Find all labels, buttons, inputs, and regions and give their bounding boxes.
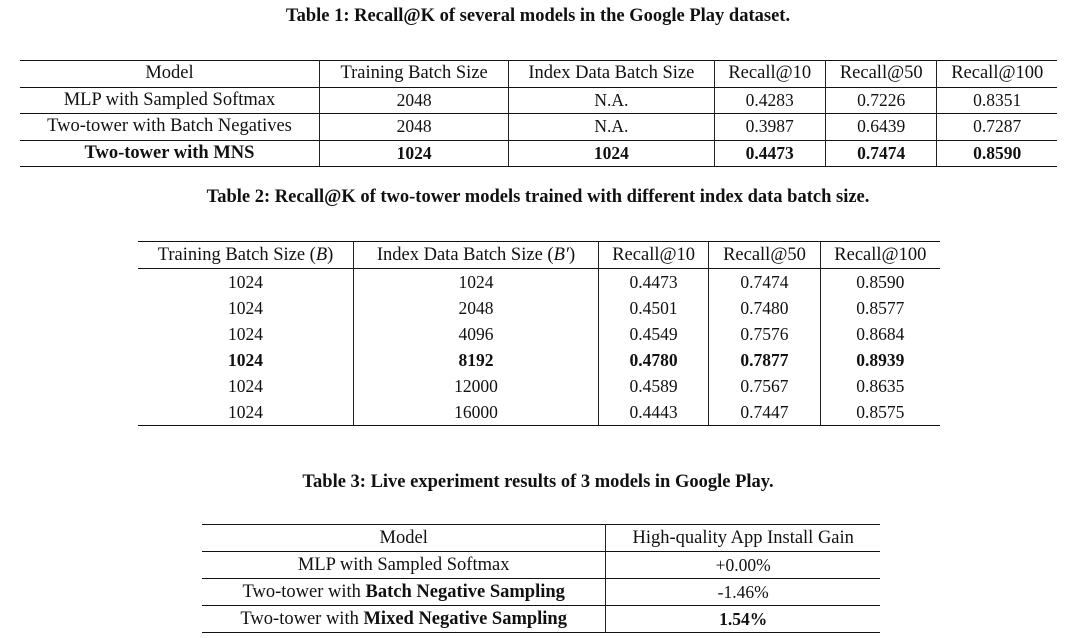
table-cell: 1024	[353, 268, 599, 295]
table-cell: Two-tower with Batch Negative Sampling	[202, 578, 607, 606]
model-name: Two-tower with	[240, 608, 364, 629]
table1: Model Training Batch Size Index Data Bat…	[20, 60, 1057, 167]
header-cell: Recall@10	[714, 60, 826, 87]
table-cell: 0.8590	[820, 268, 940, 295]
table-cell: 0.4589	[598, 373, 710, 399]
table-cell: +0.00%	[605, 551, 880, 579]
table3-caption: Table 3: Live experiment results of 3 mo…	[302, 472, 774, 492]
table-cell: 1024	[138, 373, 355, 399]
table-cell: 0.8590	[936, 139, 1057, 167]
table-cell: 0.4443	[598, 399, 710, 426]
table-cell: MLP with Sampled Softmax	[202, 551, 607, 579]
table-row: 1024 1024 0.4473 0.7474 0.8590	[138, 268, 940, 295]
table2: Training Batch Size (B) Index Data Batch…	[138, 241, 940, 426]
header-cell: Model	[20, 60, 320, 87]
table-cell: 0.4473	[714, 139, 826, 167]
table-cell: 1024	[138, 399, 355, 426]
table-row: 1024 8192 0.4780 0.7877 0.8939	[138, 347, 940, 373]
table-row: MLP with Sampled Softmax +0.00%	[202, 551, 880, 579]
table-cell: 1024	[138, 347, 355, 373]
table-row: MLP with Sampled Softmax 2048 N.A. 0.428…	[20, 86, 1057, 114]
table-cell: 1.54%	[605, 605, 880, 633]
table1-caption: Table 1: Recall@K of several models in t…	[285, 6, 791, 26]
table-cell: 0.8684	[856, 323, 905, 344]
header-cell: Recall@100	[936, 60, 1057, 87]
table-cell: 0.7226	[825, 86, 938, 114]
table-cell: 0.4283	[714, 86, 826, 114]
table-cell: 1024	[138, 295, 355, 321]
table-cell: 8192	[353, 347, 599, 373]
table-row: Two-tower with Batch Negative Sampling -…	[202, 578, 880, 606]
table-cell: 0.7474	[708, 268, 821, 295]
header-text: Index Data Batch Size (	[376, 244, 554, 265]
header-cell: Model	[202, 524, 607, 552]
table-cell: 0.4501	[598, 295, 710, 321]
table-cell: 0.7447	[708, 399, 821, 426]
table-cell: 0.8575	[820, 399, 940, 426]
table-cell: 0.8635	[856, 375, 905, 396]
table-cell: 1024	[508, 139, 715, 167]
table-cell: 1024	[319, 139, 510, 167]
header-cell: Training Batch Size (B)	[138, 241, 355, 269]
table-header-row: Model High-quality App Install Gain	[202, 524, 880, 552]
table-cell: Two-tower with MNS	[20, 139, 320, 167]
table-cell: 0.6439	[825, 113, 938, 140]
table-header-row: Model Training Batch Size Index Data Bat…	[20, 60, 1057, 87]
table-row: 1024 12000 0.4589 0.7567 0.8635	[138, 373, 940, 399]
header-cell: Recall@10	[598, 241, 710, 269]
table-row: 1024 2048 0.4501 0.7480 0.8577	[138, 295, 940, 321]
table-row: Two-tower with Batch Negatives 2048 N.A.…	[20, 113, 1057, 140]
table3: Model High-quality App Install Gain MLP …	[202, 524, 880, 633]
table-cell: 2048	[319, 113, 510, 140]
table-cell: 0.4473	[598, 268, 710, 295]
table-cell: 16000	[353, 399, 599, 426]
header-variable: B′	[553, 244, 569, 265]
table-cell: 0.7877	[708, 347, 821, 373]
table-cell: MLP with Sampled Softmax	[20, 86, 320, 114]
table-cell: 12000	[353, 373, 599, 399]
header-text: Training Batch Size (	[157, 244, 316, 265]
header-cell: Recall@50	[708, 241, 821, 269]
table-cell: 4096	[353, 321, 599, 347]
table-cell: N.A.	[508, 113, 715, 140]
header-cell: High-quality App Install Gain	[605, 524, 880, 552]
table-cell: 1024	[138, 321, 355, 347]
table-row: Two-tower with Mixed Negative Sampling 1…	[202, 605, 880, 633]
table-row: Two-tower with MNS 1024 1024 0.4473 0.74…	[20, 139, 1057, 167]
table-row: 1024 4096 0.4549 0.7576 0.8684	[138, 321, 940, 347]
table-cell: Two-tower with Mixed Negative Sampling	[202, 605, 607, 633]
table-cell: 0.4549	[598, 321, 710, 347]
table-cell: 1024	[138, 268, 355, 295]
table-cell: 0.8577	[856, 297, 905, 318]
table2-caption: Table 2: Recall@K of two-tower models tr…	[206, 187, 870, 207]
header-cell: Recall@100	[820, 241, 940, 269]
table-cell: 0.8351	[936, 86, 1057, 114]
table-cell: 2048	[353, 295, 599, 321]
table-cell: Two-tower with Batch Negatives	[20, 113, 320, 140]
table-cell: 0.3987	[714, 113, 826, 140]
model-name-bold: Mixed Negative Sampling	[363, 608, 567, 629]
header-cell: Recall@50	[825, 60, 938, 87]
table-cell: 0.7576	[708, 321, 821, 347]
table-header-row: Training Batch Size (B) Index Data Batch…	[138, 241, 940, 269]
table-cell: 0.8939	[856, 349, 905, 370]
model-name: Two-tower with	[242, 581, 366, 602]
table-cell: 0.7567	[708, 373, 821, 399]
table-cell: 2048	[319, 86, 510, 114]
header-cell: Training Batch Size	[319, 60, 510, 87]
model-name: MLP with Sampled Softmax	[297, 554, 510, 575]
table-cell: -1.46%	[605, 578, 880, 606]
header-variable: B	[315, 244, 328, 265]
table-row: 1024 16000 0.4443 0.7447 0.8575	[138, 399, 940, 426]
table-cell: N.A.	[508, 86, 715, 114]
header-cell: Index Data Batch Size (B′)	[353, 241, 599, 269]
table-cell: 0.7287	[936, 113, 1057, 140]
table-cell: 0.4780	[598, 347, 710, 373]
table-cell: 0.7480	[708, 295, 821, 321]
header-cell: Index Data Batch Size	[508, 60, 715, 87]
header-text: )	[568, 244, 576, 265]
table-cell: 0.7474	[825, 139, 938, 167]
header-text: )	[327, 244, 334, 265]
model-name-bold: Batch Negative Sampling	[365, 581, 565, 602]
